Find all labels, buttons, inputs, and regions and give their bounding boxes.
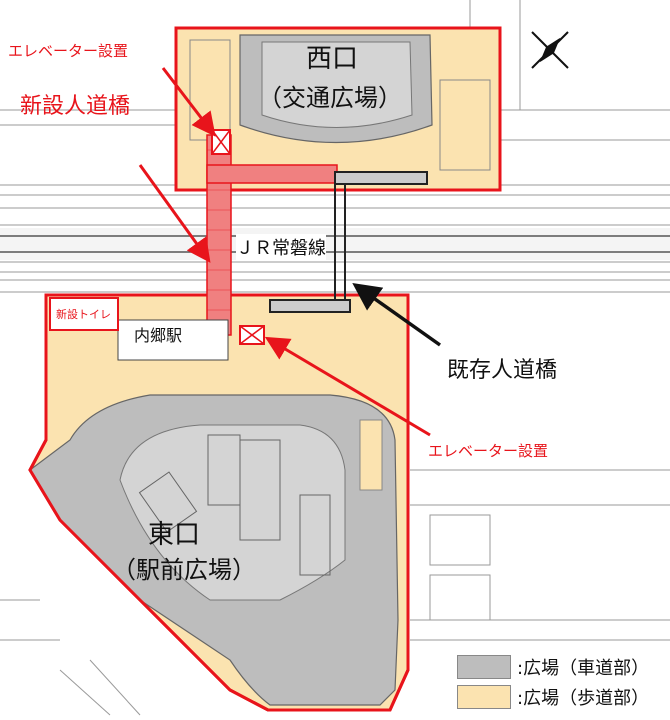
legend-swatch-roadway: [457, 655, 511, 679]
new-toilet-area: [49, 297, 119, 331]
jr-line-label: ＪＲ常磐線: [236, 234, 326, 260]
arrow-new-bridge: [138, 164, 211, 263]
new-toilet-label: 新設トイレ: [56, 308, 111, 321]
east-exit-sub-label: （駅前広場）: [112, 556, 256, 584]
legend-label-roadway: :広場（車道部）: [517, 658, 650, 679]
north-arrow-icon: [531, 31, 569, 69]
east-exit-label: 東口: [148, 520, 201, 550]
arrow-elevator-top: [161, 67, 216, 137]
arrow-elevator-bottom: [264, 336, 431, 437]
elevator-label-top: エレベーター設置: [8, 42, 129, 60]
elevator-east: [239, 325, 265, 345]
legend-item-sidewalk: :広場（歩道部）: [457, 684, 649, 710]
annotation-arrows: [138, 67, 442, 437]
existing-bridge-label: 既存人道橋: [447, 358, 558, 383]
west-exit-label: 西口: [306, 44, 359, 74]
legend-item-roadway: :広場（車道部）: [457, 654, 649, 680]
station-building: [117, 319, 229, 361]
existing-pedestrian-bridge: [269, 171, 428, 313]
station-label: 内郷駅: [134, 326, 183, 345]
new-bridge-label: 新設人道橋: [20, 94, 131, 119]
arrow-existing-bridge: [352, 282, 442, 347]
elevator-label-bottom: エレベーター設置: [428, 442, 549, 460]
west-exit-sub-label: （交通広場）: [258, 84, 402, 112]
east-plaza: [28, 293, 410, 712]
legend-swatch-sidewalk: [457, 685, 511, 709]
legend-label-sidewalk: :広場（歩道部）: [517, 688, 650, 709]
elevator-west: [211, 129, 231, 155]
